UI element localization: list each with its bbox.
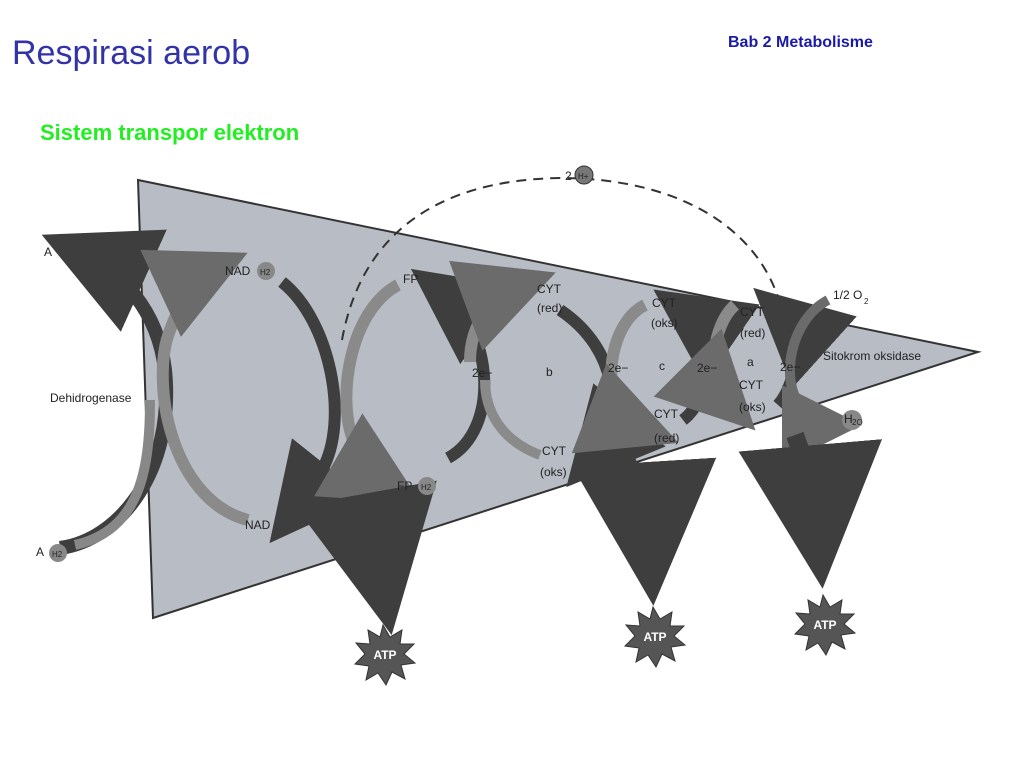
electron-label-4: 2e− (780, 360, 800, 374)
oxidase-label: Sitokrom oksidase (823, 349, 921, 363)
atp-burst-2: ATP (623, 605, 687, 669)
ah2-h2-circle (49, 544, 67, 562)
atp-label-1: ATP (373, 648, 396, 662)
slide-title: Respirasi aerob (12, 34, 251, 72)
atp-arrow-2 (572, 451, 717, 606)
fp-h2-sub: H2 (421, 483, 432, 492)
cyt-c-red-state: (red) (654, 431, 679, 445)
proton-count-label: 2 (565, 169, 572, 183)
water-circle (842, 410, 862, 430)
proton-dashed-loop (341, 176, 789, 341)
substrate-reduced-label: A (36, 545, 44, 559)
transport-cone (136, 178, 982, 620)
cyt-a-letter: a (747, 355, 754, 369)
proton-circle (574, 165, 594, 185)
chapter-label: Bab 2 Metabolisme (728, 34, 873, 51)
cyt-c-reduction-arrow (571, 299, 679, 454)
cyt-a-oks-label: CYT (739, 378, 764, 392)
substrate-reduced-sub: H2 (52, 550, 63, 559)
cyt-c-letter: c (659, 359, 665, 373)
cyt-b-return-arrow (480, 379, 542, 460)
atp-label-3: ATP (813, 618, 836, 632)
atp-arrow-3 (738, 431, 883, 589)
nadh2-h2-circle (257, 262, 275, 280)
electron-label-3: 2e− (697, 361, 717, 375)
water-sub: 2O (852, 418, 863, 427)
substrate-incoming-arrow (73, 399, 155, 550)
electron-label-1: 2e− (472, 366, 492, 380)
fph2-h2-circle (418, 477, 436, 495)
oxygen-label: 1/2 O (833, 288, 862, 302)
cyt-b-red-state: (red) (537, 301, 562, 315)
cyt-c-red-label: CYT (654, 407, 679, 421)
atp-arrow-1 (295, 480, 437, 636)
nad-h2-sub: H2 (260, 268, 271, 277)
cyt-b-red-label: CYT (537, 282, 562, 296)
substrate-oxidized-label: A (44, 245, 52, 259)
fp-h2-label: FP (397, 479, 412, 493)
cyt-a-reduction-arrow (653, 300, 756, 431)
electron-label-2: 2e− (608, 361, 628, 375)
oxygen-reduction-arrow (781, 295, 862, 465)
nad-h2-label: NAD (225, 264, 251, 278)
water-label: H (844, 412, 853, 426)
atp-label-2: ATP (643, 630, 666, 644)
cyt-a-red-state: (red) (740, 326, 765, 340)
dehydrogenase-label: Dehidrogenase (50, 391, 132, 405)
cyt-a-oks-state: (oks) (739, 400, 766, 414)
fp-label: FP (403, 272, 418, 286)
slide-subtitle: Sistem transpor elektron (40, 120, 300, 145)
atp-burst-3: ATP (793, 593, 857, 657)
atp-burst-1: ATP (353, 623, 417, 687)
cyt-c-oks-state: (oks) (651, 316, 678, 330)
cyt-b-letter: b (546, 365, 553, 379)
nad-reduction-arrow (140, 249, 250, 526)
cyt-b-reduction-arrow (449, 260, 556, 363)
oxygen-sub: 2 (864, 297, 869, 306)
cyt-c-oks-label: CYT (652, 296, 677, 310)
cyt-b-oks-label: CYT (542, 444, 567, 458)
proton-symbol: H+ (578, 172, 589, 181)
nad-label: NAD (245, 518, 271, 532)
cyt-a-red-label: CYT (740, 305, 765, 319)
cyt-b-oks-state: (oks) (540, 465, 567, 479)
fp-reduction-arrow (313, 279, 422, 504)
